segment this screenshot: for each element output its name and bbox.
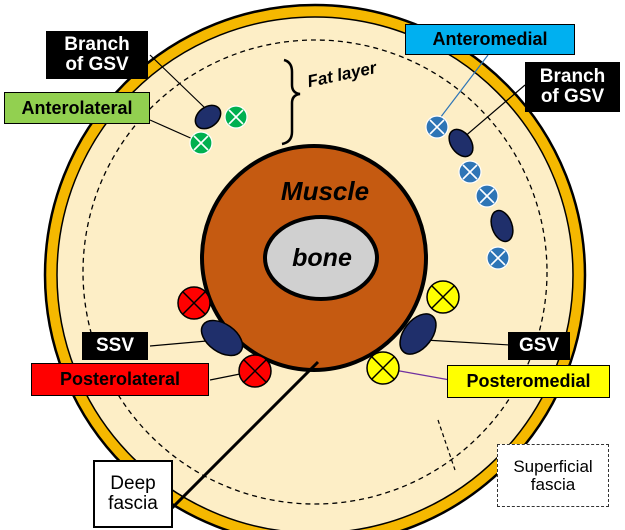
anteromedial-label: Anteromedial: [405, 24, 575, 55]
bone-label: bone: [292, 244, 352, 272]
muscle-label: Muscle: [281, 176, 369, 206]
superficial-fascia-label: Superficial fascia: [497, 444, 609, 507]
gsv-label: GSV: [508, 332, 570, 360]
branch-gsv-left-label: Branch of GSV: [46, 31, 148, 79]
deep-fascia-label: Deep fascia: [93, 460, 173, 528]
anterolateral-label: Anterolateral: [4, 92, 150, 124]
posterolateral-label: Posterolateral: [31, 363, 209, 396]
posteromedial-label: Posteromedial: [447, 365, 610, 398]
branch-gsv-right-label: Branch of GSV: [525, 62, 620, 112]
ssv-label: SSV: [82, 332, 148, 360]
